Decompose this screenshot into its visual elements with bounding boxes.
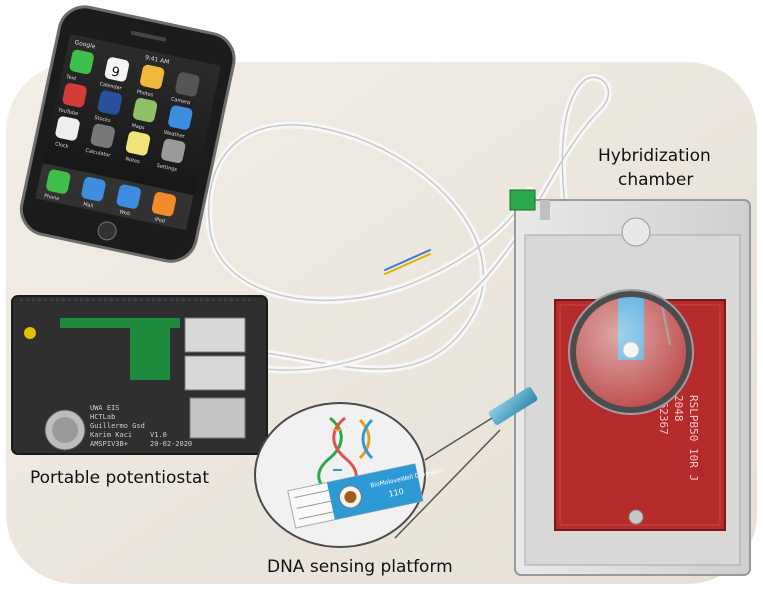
app-label-photos: Photos [136, 89, 154, 98]
camera-app-icon [175, 72, 200, 97]
ipod-app-icon [151, 192, 177, 217]
dock-label-mail: Mail [83, 201, 94, 209]
weather-app-icon [168, 105, 193, 130]
app-grid: 9 [55, 49, 200, 164]
screen-printed-electrode: BioMoloveWell DropSens 110 [287, 463, 444, 529]
dock-label-ipod: iPod [154, 217, 165, 225]
phone-carrier: Google [74, 39, 96, 50]
app-label-weather: Weather [163, 130, 186, 140]
label-potentiostat: Portable potentiostat [30, 468, 209, 488]
phone-dock [35, 163, 194, 231]
maps-app-icon [132, 98, 158, 123]
board-text-1: UWA EIS [90, 404, 120, 412]
chamber-model: RSLPB50 10R J [687, 395, 700, 481]
phone-time: 9:41 AM [144, 54, 170, 66]
smartphone: Google 9:41 AM 9 Text Calendar Photos Ca… [19, 5, 236, 263]
phone-app-icon [46, 169, 71, 194]
app-label-camera: Camera [170, 96, 190, 106]
strip-model: 110 [388, 487, 405, 499]
label-dna-platform: DNA sensing platform [267, 557, 453, 577]
board-text-4: Karim Kaci [90, 431, 132, 439]
calendar-app-icon [104, 57, 130, 82]
settings-app-icon [161, 138, 186, 164]
notes-app-icon [125, 131, 151, 156]
potentiostat-board: UWA EIS HCTLab Guillermo Gsd Karim Kaci … [11, 295, 268, 455]
label-hybridization-line2: chamber [618, 170, 694, 190]
calendar-day: 9 [110, 64, 121, 80]
board-text-6: V1.0 [150, 431, 167, 439]
dna-platform-inset: BioMoloveWell DropSens 110 [254, 402, 501, 548]
stocks-app-icon [97, 90, 122, 115]
app-label-clock: Clock [54, 141, 69, 150]
app-label-text: Text [65, 74, 77, 82]
web-app-icon [116, 184, 141, 209]
youtube-app-icon [62, 83, 87, 108]
dock-label-web: Web [119, 209, 131, 217]
board-text-7: 20-02-2020 [150, 440, 192, 448]
label-hybridization-line1: Hybridization [598, 146, 711, 166]
app-label-maps: Maps [131, 123, 146, 132]
app-label-calendar: Calendar [99, 81, 123, 92]
mail-app-icon [81, 177, 106, 202]
photos-app-icon [140, 64, 165, 90]
app-label-youtube: YouTube [57, 107, 79, 117]
clock-app-icon [55, 116, 80, 141]
app-label-stocks: Stocks [94, 115, 112, 124]
magnifier-handle [488, 387, 538, 425]
chamber-code: 2048 [672, 395, 685, 422]
dock-label-phone: Phone [43, 193, 59, 202]
app-label-notes: Notes [125, 156, 141, 165]
board-text-2: HCTLab [90, 413, 115, 421]
app-label-calculator: Calculator [85, 148, 112, 159]
magnifier [488, 289, 694, 425]
board-text-3: Guillermo Gsd [90, 422, 145, 430]
app-label-settings: Settings [156, 163, 178, 173]
text-app-icon [69, 49, 94, 75]
calculator-app-icon [90, 123, 115, 149]
board-text-5: AMSPIV3B+ [90, 440, 128, 448]
